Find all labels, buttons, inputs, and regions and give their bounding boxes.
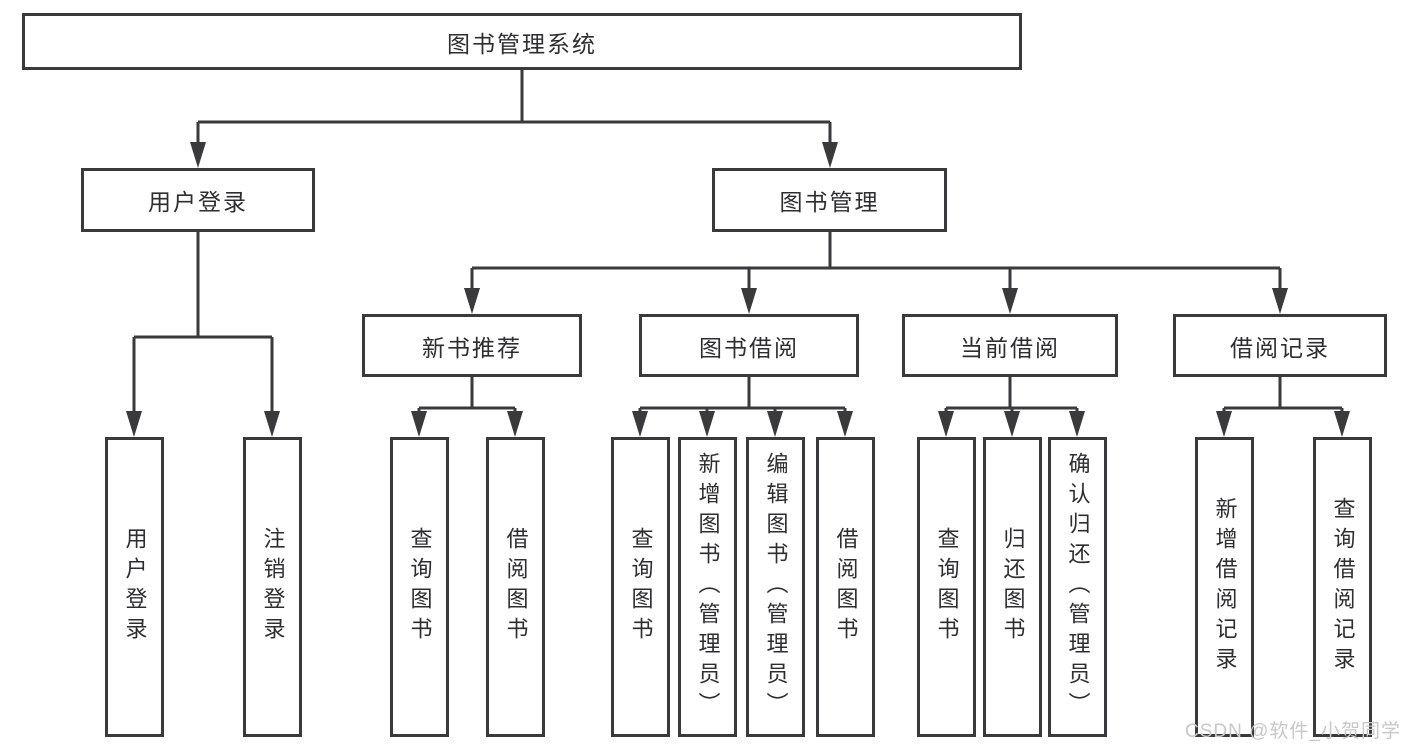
leaf-borrow-books-recommend: 借阅图书	[486, 437, 545, 737]
leaf-edit-books-admin-label: 编辑图书（管理员）	[763, 452, 789, 722]
leaf-user-login: 用户登录	[105, 437, 164, 737]
leaf-add-books-admin: 新增图书（管理员）	[678, 437, 737, 737]
node-current-borrowing: 当前借阅	[902, 314, 1118, 377]
leaf-borrow-books-recommend-label: 借阅图书	[503, 527, 529, 647]
node-current-borrowing-label: 当前借阅	[960, 334, 1060, 361]
leaf-query-borrow-record: 查询借阅记录	[1313, 437, 1372, 737]
leaf-logout-label: 注销登录	[260, 527, 286, 647]
leaf-return-books-label: 归还图书	[1000, 527, 1026, 647]
node-user-login-label: 用户登录	[148, 189, 248, 215]
node-library-system-label: 图书管理系统	[447, 30, 597, 57]
leaf-query-books-borrowing: 查询图书	[611, 437, 670, 737]
leaf-confirm-return-admin: 确认归还（管理员）	[1048, 437, 1107, 737]
leaf-query-books-recommend: 查询图书	[390, 437, 449, 737]
leaf-add-borrow-record-label: 新增借阅记录	[1212, 497, 1238, 677]
node-borrowing-records-label: 借阅记录	[1230, 334, 1330, 361]
node-library-system: 图书管理系统	[22, 13, 1022, 70]
node-new-book-recommend: 新书推荐	[362, 314, 582, 377]
node-book-management-label: 图书管理	[779, 189, 880, 215]
node-user-login: 用户登录	[81, 168, 315, 232]
leaf-query-books-recommend-label: 查询图书	[407, 527, 433, 647]
leaf-user-login-label: 用户登录	[122, 527, 148, 647]
node-new-book-recommend-label: 新书推荐	[422, 334, 522, 361]
leaf-query-books-current: 查询图书	[917, 437, 976, 737]
leaf-add-borrow-record: 新增借阅记录	[1195, 437, 1254, 737]
node-book-management: 图书管理	[712, 168, 947, 232]
node-book-borrowing-label: 图书借阅	[699, 334, 799, 361]
leaf-add-books-admin-label: 新增图书（管理员）	[695, 452, 721, 722]
csdn-watermark: CSDN @软件_小贺同学	[1185, 721, 1401, 742]
leaf-query-books-current-label: 查询图书	[934, 527, 960, 647]
leaf-return-books: 归还图书	[983, 437, 1042, 737]
leaf-edit-books-admin: 编辑图书（管理员）	[746, 437, 805, 737]
node-borrowing-records: 借阅记录	[1173, 314, 1387, 377]
node-book-borrowing: 图书借阅	[639, 314, 859, 377]
leaf-borrow-books-borrowing-label: 借阅图书	[833, 527, 859, 647]
leaf-borrow-books-borrowing: 借阅图书	[816, 437, 875, 737]
leaf-query-borrow-record-label: 查询借阅记录	[1330, 497, 1356, 677]
leaf-query-books-borrowing-label: 查询图书	[628, 527, 654, 647]
leaf-logout: 注销登录	[243, 437, 302, 737]
leaf-confirm-return-admin-label: 确认归还（管理员）	[1065, 452, 1091, 722]
